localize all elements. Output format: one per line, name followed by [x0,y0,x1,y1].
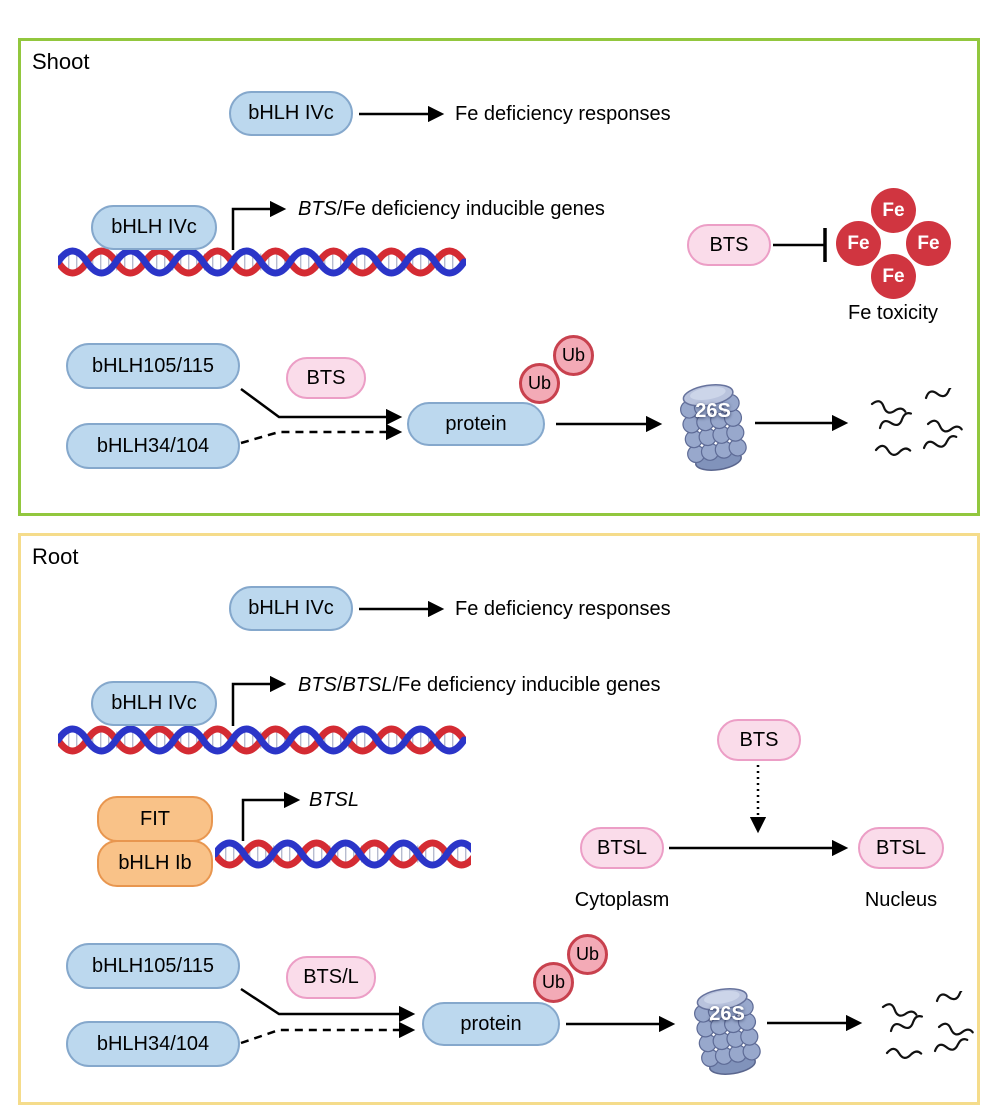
btsl-transcription-arrow [241,791,301,841]
ubiquitin-badge: Ub [553,335,594,376]
fe-circle: Fe [871,254,916,299]
fe-deficiency-responses-label: Fe deficiency responses [455,598,671,620]
bts-l-ligase-pill: BTS/L [286,956,376,999]
proteasome-26s-icon [677,380,749,473]
shoot-title: Shoot [32,49,90,74]
shoot-panel: Shoot bHLH IVc bHLH IVc BTS bHLH105/115 … [18,38,980,516]
bts-gene-rest: /Fe deficiency inducible genes [336,198,605,220]
dna-helix-icon [215,838,471,870]
bts-btsl-gene-label: BTS/BTSL/Fe deficiency inducible genes [298,672,660,698]
degraded-peptides-icon [869,388,964,458]
bts-pill: BTS [717,719,801,761]
gene-slash: / [336,674,343,696]
degraded-peptides-icon [880,991,975,1061]
dna-helix-icon [58,724,466,756]
bts-pill: BTS [687,224,771,266]
fe-circle: Fe [871,188,916,233]
bts-gene-italic: BTS [298,198,337,220]
transcription-arrow [231,675,287,726]
gene-rest: /Fe deficiency inducible genes [392,674,661,696]
nucleus-label: Nucleus [864,889,938,911]
bhlh-ivc-promoter-pill: bHLH IVc [91,205,217,250]
arrow-bhlh34-to-protein [240,1021,416,1045]
bhlh105-115-pill: bHLH105/115 [66,943,240,989]
fit-pill: FIT [97,796,213,842]
bhlh-ivc-pill: bHLH IVc [229,586,353,631]
arrow-bhlh34-to-protein [240,423,403,445]
ubiquitin-badge: Ub [567,934,608,975]
bts-gene-italic: BTS [298,674,337,696]
bhlh-ivc-promoter-pill: bHLH IVc [91,681,217,726]
root-panel: Root bHLH IVc bHLH IVc BTS FIT bHLH Ib B… [18,533,980,1105]
fe-circle: Fe [836,221,881,266]
proteasome-26s-icon [691,984,763,1077]
bhlh-ib-pill: bHLH Ib [97,840,213,887]
bhlh-ivc-pill: bHLH IVc [229,91,353,136]
proteasome-26s-label: 26S [695,400,731,422]
fe-toxicity-label: Fe toxicity [847,302,939,324]
bhlh34-104-pill: bHLH34/104 [66,423,240,469]
btsl-cytoplasm-pill: BTSL [580,827,664,869]
root-title: Root [32,544,79,569]
cytoplasm-label: Cytoplasm [574,889,670,911]
fe-circle: Fe [906,221,951,266]
btsl-gene-italic: BTSL [342,674,393,696]
ubiquitin-badge: Ub [533,962,574,1003]
bhlh34-104-pill: bHLH34/104 [66,1021,240,1067]
proteasome-26s-label: 26S [709,1003,745,1025]
btsl-gene-label: BTSL [309,789,360,811]
ubiquitin-badge: Ub [519,363,560,404]
dna-helix-icon [58,246,466,278]
protein-pill: protein [407,402,545,446]
bts-ligase-pill: BTS [286,357,366,399]
transcription-arrow [231,200,287,250]
bts-gene-label: BTS/Fe deficiency inducible genes [298,196,605,222]
fe-deficiency-responses-label: Fe deficiency responses [455,103,671,125]
bhlh105-115-pill: bHLH105/115 [66,343,240,389]
protein-pill: protein [422,1002,560,1046]
btsl-nucleus-pill: BTSL [858,827,944,869]
